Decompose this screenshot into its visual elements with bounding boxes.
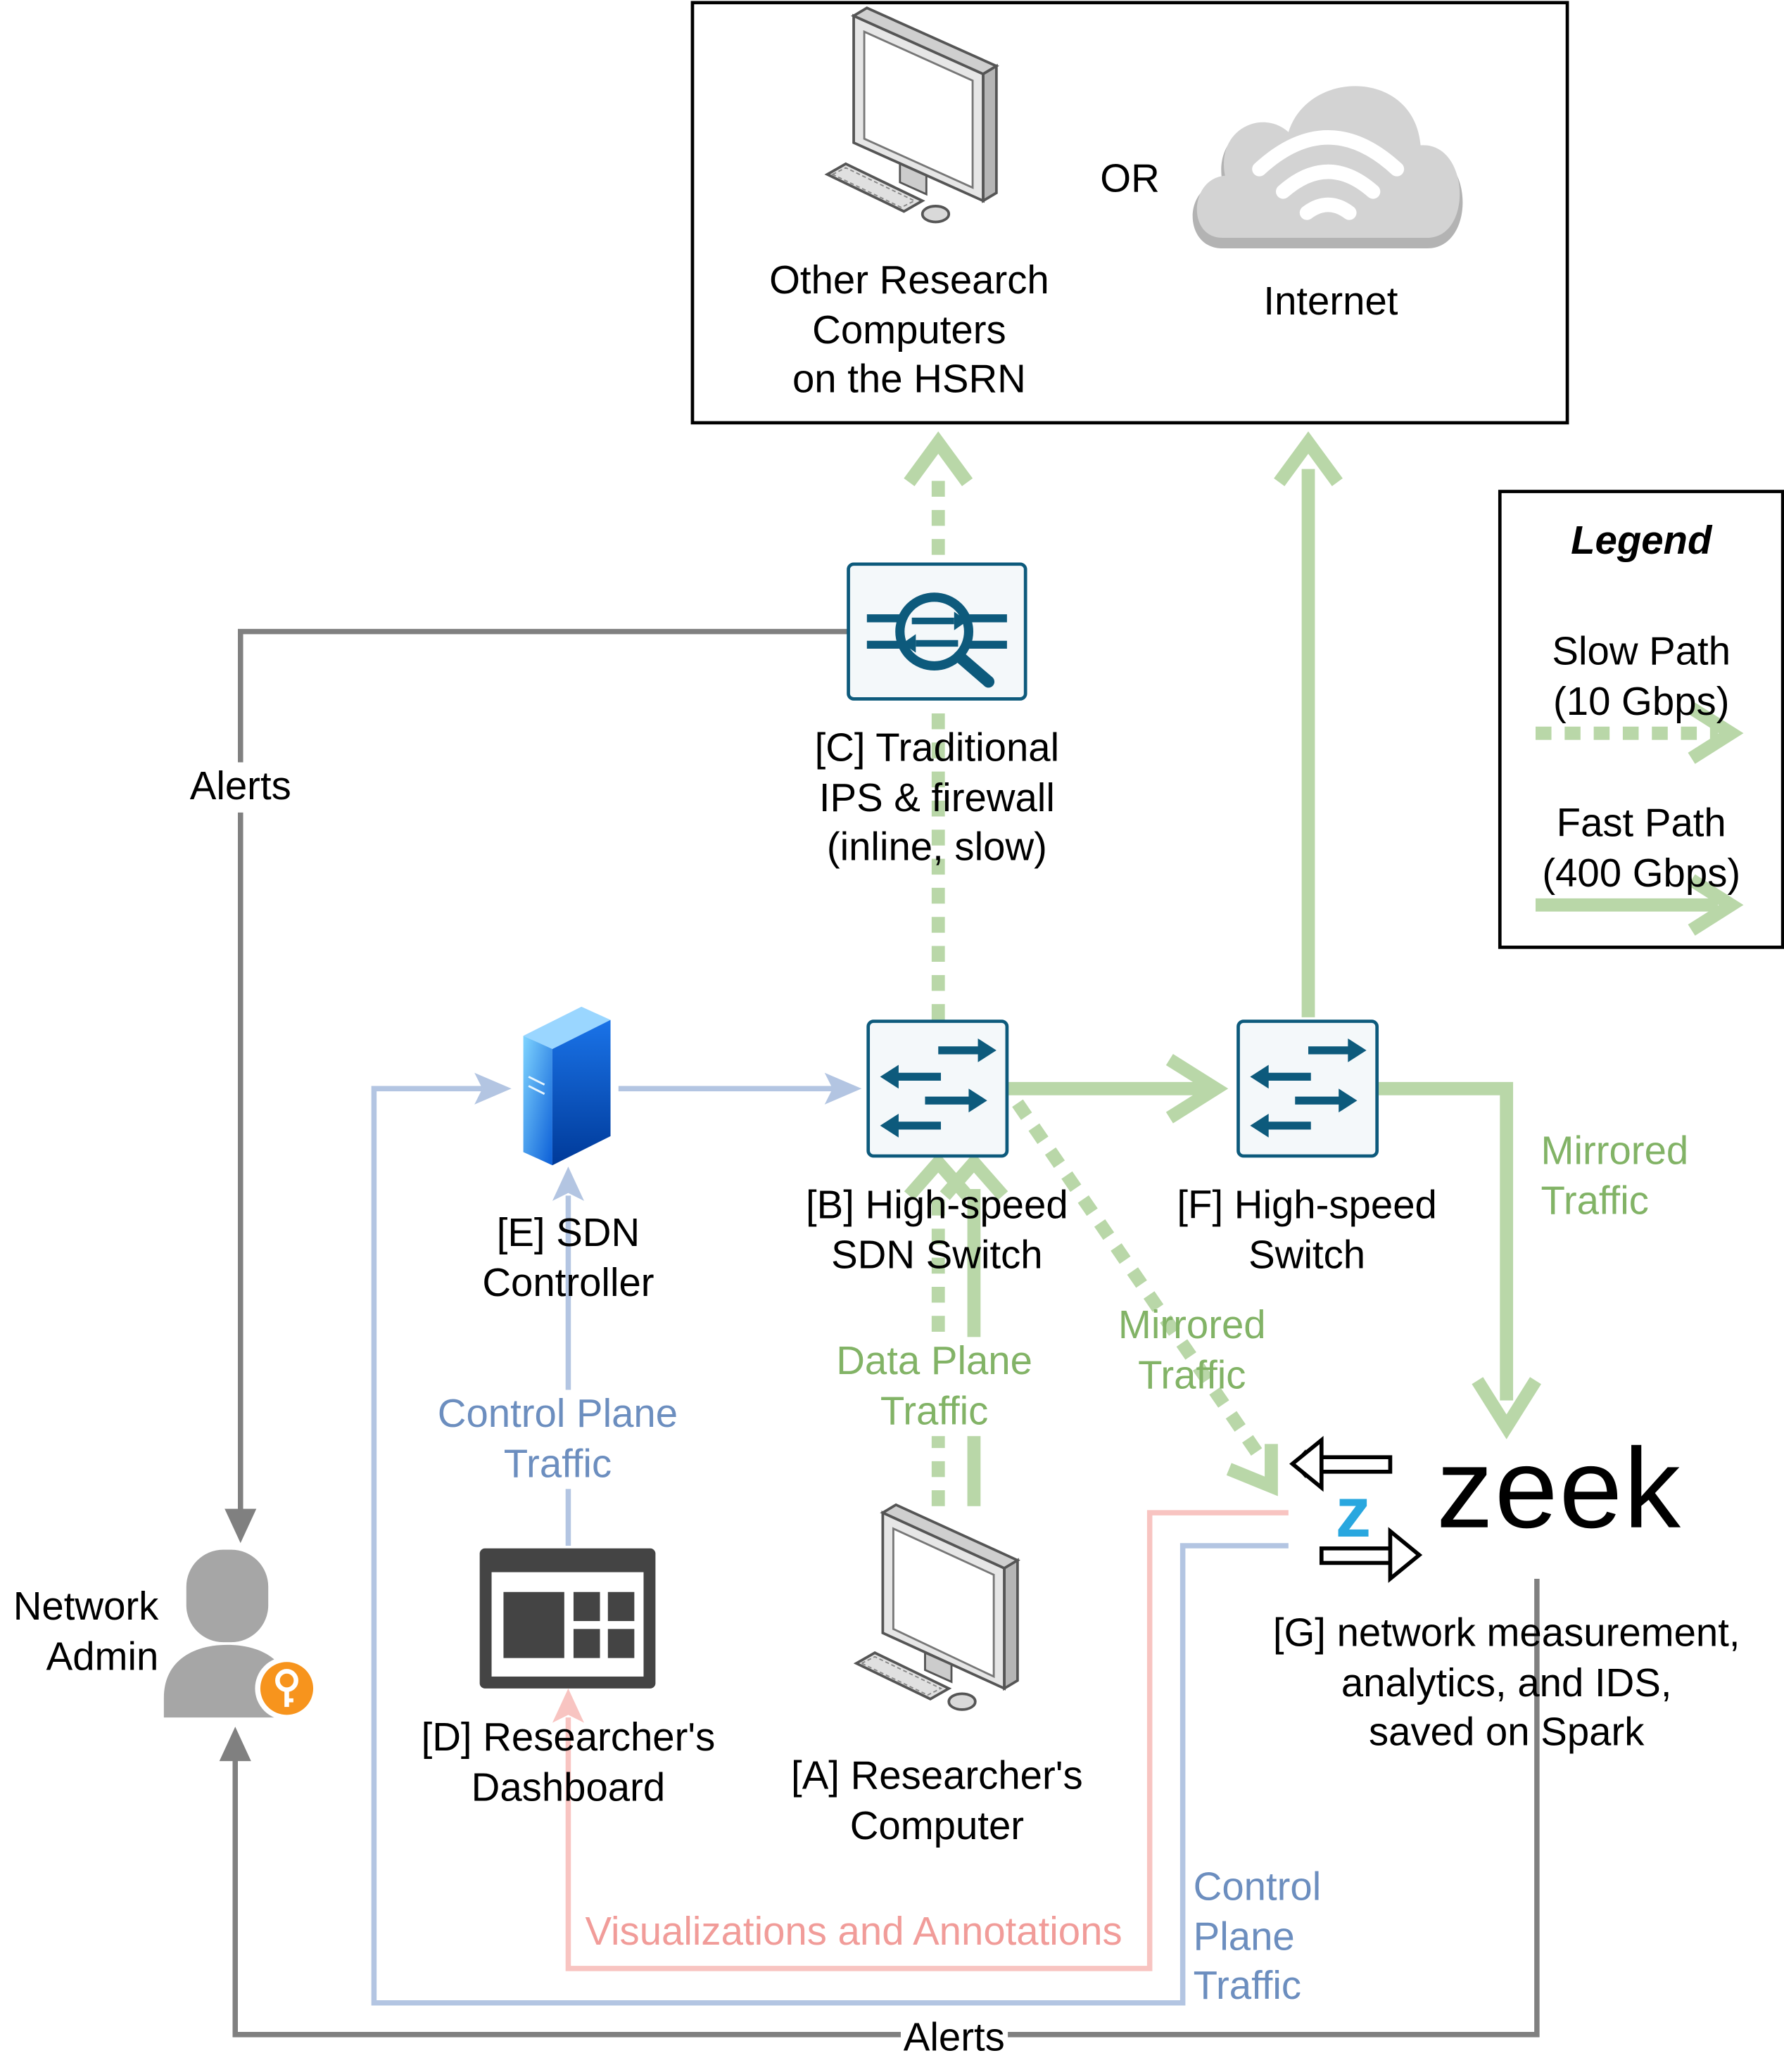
visualizations-edge (565, 1510, 1289, 1971)
dashboard-icon (479, 1548, 656, 1689)
green-arrowheads (904, 431, 1541, 1496)
data-plane-label: Data Plane Traffic (836, 1337, 1032, 1437)
zeek-logo-icon: z (1289, 1435, 1423, 1583)
mirrored-right-label: Mirrored Traffic (1541, 1129, 1689, 1223)
legend-slow-path-label: Slow Path (10 Gbps) (1552, 630, 1731, 724)
admin-user-icon (163, 1549, 319, 1720)
legend-slow-path-arrowhead (1688, 702, 1744, 764)
control-plane-left-label: Control Plane Traffic (437, 1390, 678, 1489)
hs-switch-icon (1236, 1019, 1379, 1158)
alerts-edges (232, 628, 1540, 2038)
research-computers-label: Other Research Computers on the HSRN (769, 259, 1049, 402)
ips-firewall-icon (847, 562, 1027, 701)
control-plane-arrowheads (474, 1072, 862, 1201)
dashboard-label: [D] Researcher's Dashboard (421, 1716, 716, 1810)
zeek-caption: [G] network measurement, analytics, and … (1272, 1611, 1740, 1755)
sdn-switch-icon (866, 1019, 1009, 1158)
admin-label: Network Admin (13, 1585, 159, 1679)
sdn-switch-label: [B] High-speed SDN Switch (806, 1183, 1068, 1277)
researcher-computer-icon (853, 1503, 1020, 1711)
mirrored-center-label: Mirrored Traffic (1118, 1304, 1266, 1397)
server-icon (523, 1006, 611, 1166)
legend-title: Legend (1571, 519, 1712, 563)
legend-box (1498, 490, 1784, 949)
svg-text:z: z (1336, 1473, 1372, 1552)
research-computer-icon (824, 6, 999, 224)
alert-arrowheads (219, 1508, 257, 1762)
control-plane-bottom-label: Control Plane Traffic (1193, 1865, 1322, 2009)
researcher-computer-label: [A] Researcher's Computer (791, 1754, 1083, 1848)
visualizations-label: Visualizations and Annotations (585, 1907, 1122, 1957)
internet-label: Internet (1263, 280, 1398, 324)
visualizations-arrowhead (552, 1688, 584, 1723)
ips-label: [C] Traditional IPS & firewall (inline, … (814, 726, 1060, 870)
legend-fast-path-label: Fast Path (400 Gbps) (1542, 801, 1741, 896)
internet-cloud-icon (1192, 86, 1463, 249)
alerts-bottom-label: Alerts (901, 2013, 1008, 2064)
legend-fast-path-arrowhead (1688, 874, 1744, 936)
hs-switch-label: [F] High-speed Switch (1177, 1183, 1437, 1277)
zeek-wordmark: zeek (1436, 1425, 1682, 1553)
sdn-controller-label: [E] SDN Controller (482, 1211, 654, 1305)
alerts-left-label: Alerts (187, 762, 294, 812)
or-label: OR (1100, 157, 1160, 201)
